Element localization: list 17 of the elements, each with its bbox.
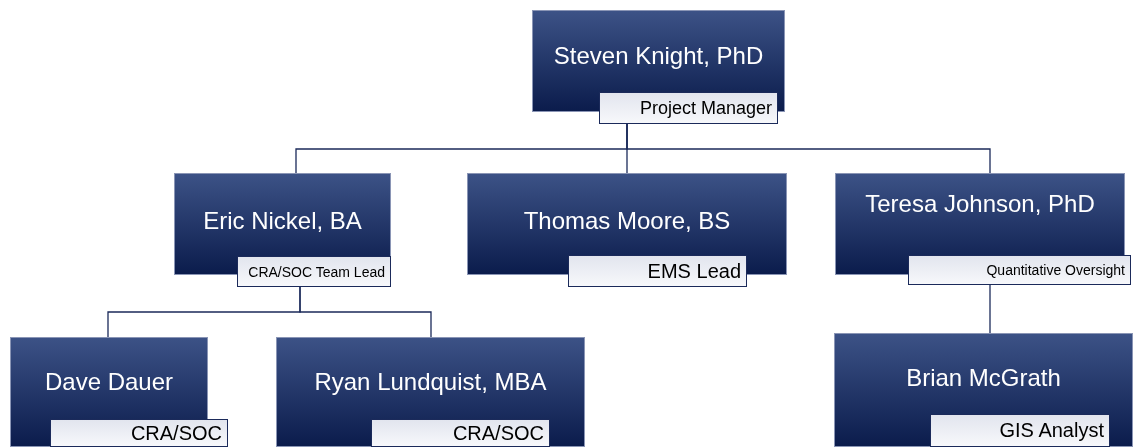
person-name: Thomas Moore, BS	[523, 207, 731, 235]
connector-line	[989, 284, 991, 334]
person-name: Steven Knight, PhD	[553, 42, 764, 70]
person-name: Ryan Lundquist, MBA	[314, 368, 547, 396]
role-label: CRA/SOC Team Lead	[237, 256, 391, 287]
connector-line	[299, 286, 432, 338]
role-label: CRA/SOC	[371, 419, 550, 447]
role-label: CRA/SOC	[50, 419, 228, 447]
connector-line	[626, 123, 991, 174]
role-label: GIS Analyst	[930, 414, 1110, 447]
role-label: Quantitative Oversight	[908, 255, 1131, 285]
role-label: Project Manager	[599, 92, 778, 124]
person-name: Dave Dauer	[44, 368, 174, 396]
person-name: Eric Nickel, BA	[203, 207, 362, 235]
role-label: EMS Lead	[568, 255, 747, 287]
person-name: Brian McGrath	[906, 364, 1061, 392]
person-name: Teresa Johnson, PhD	[865, 190, 1095, 218]
